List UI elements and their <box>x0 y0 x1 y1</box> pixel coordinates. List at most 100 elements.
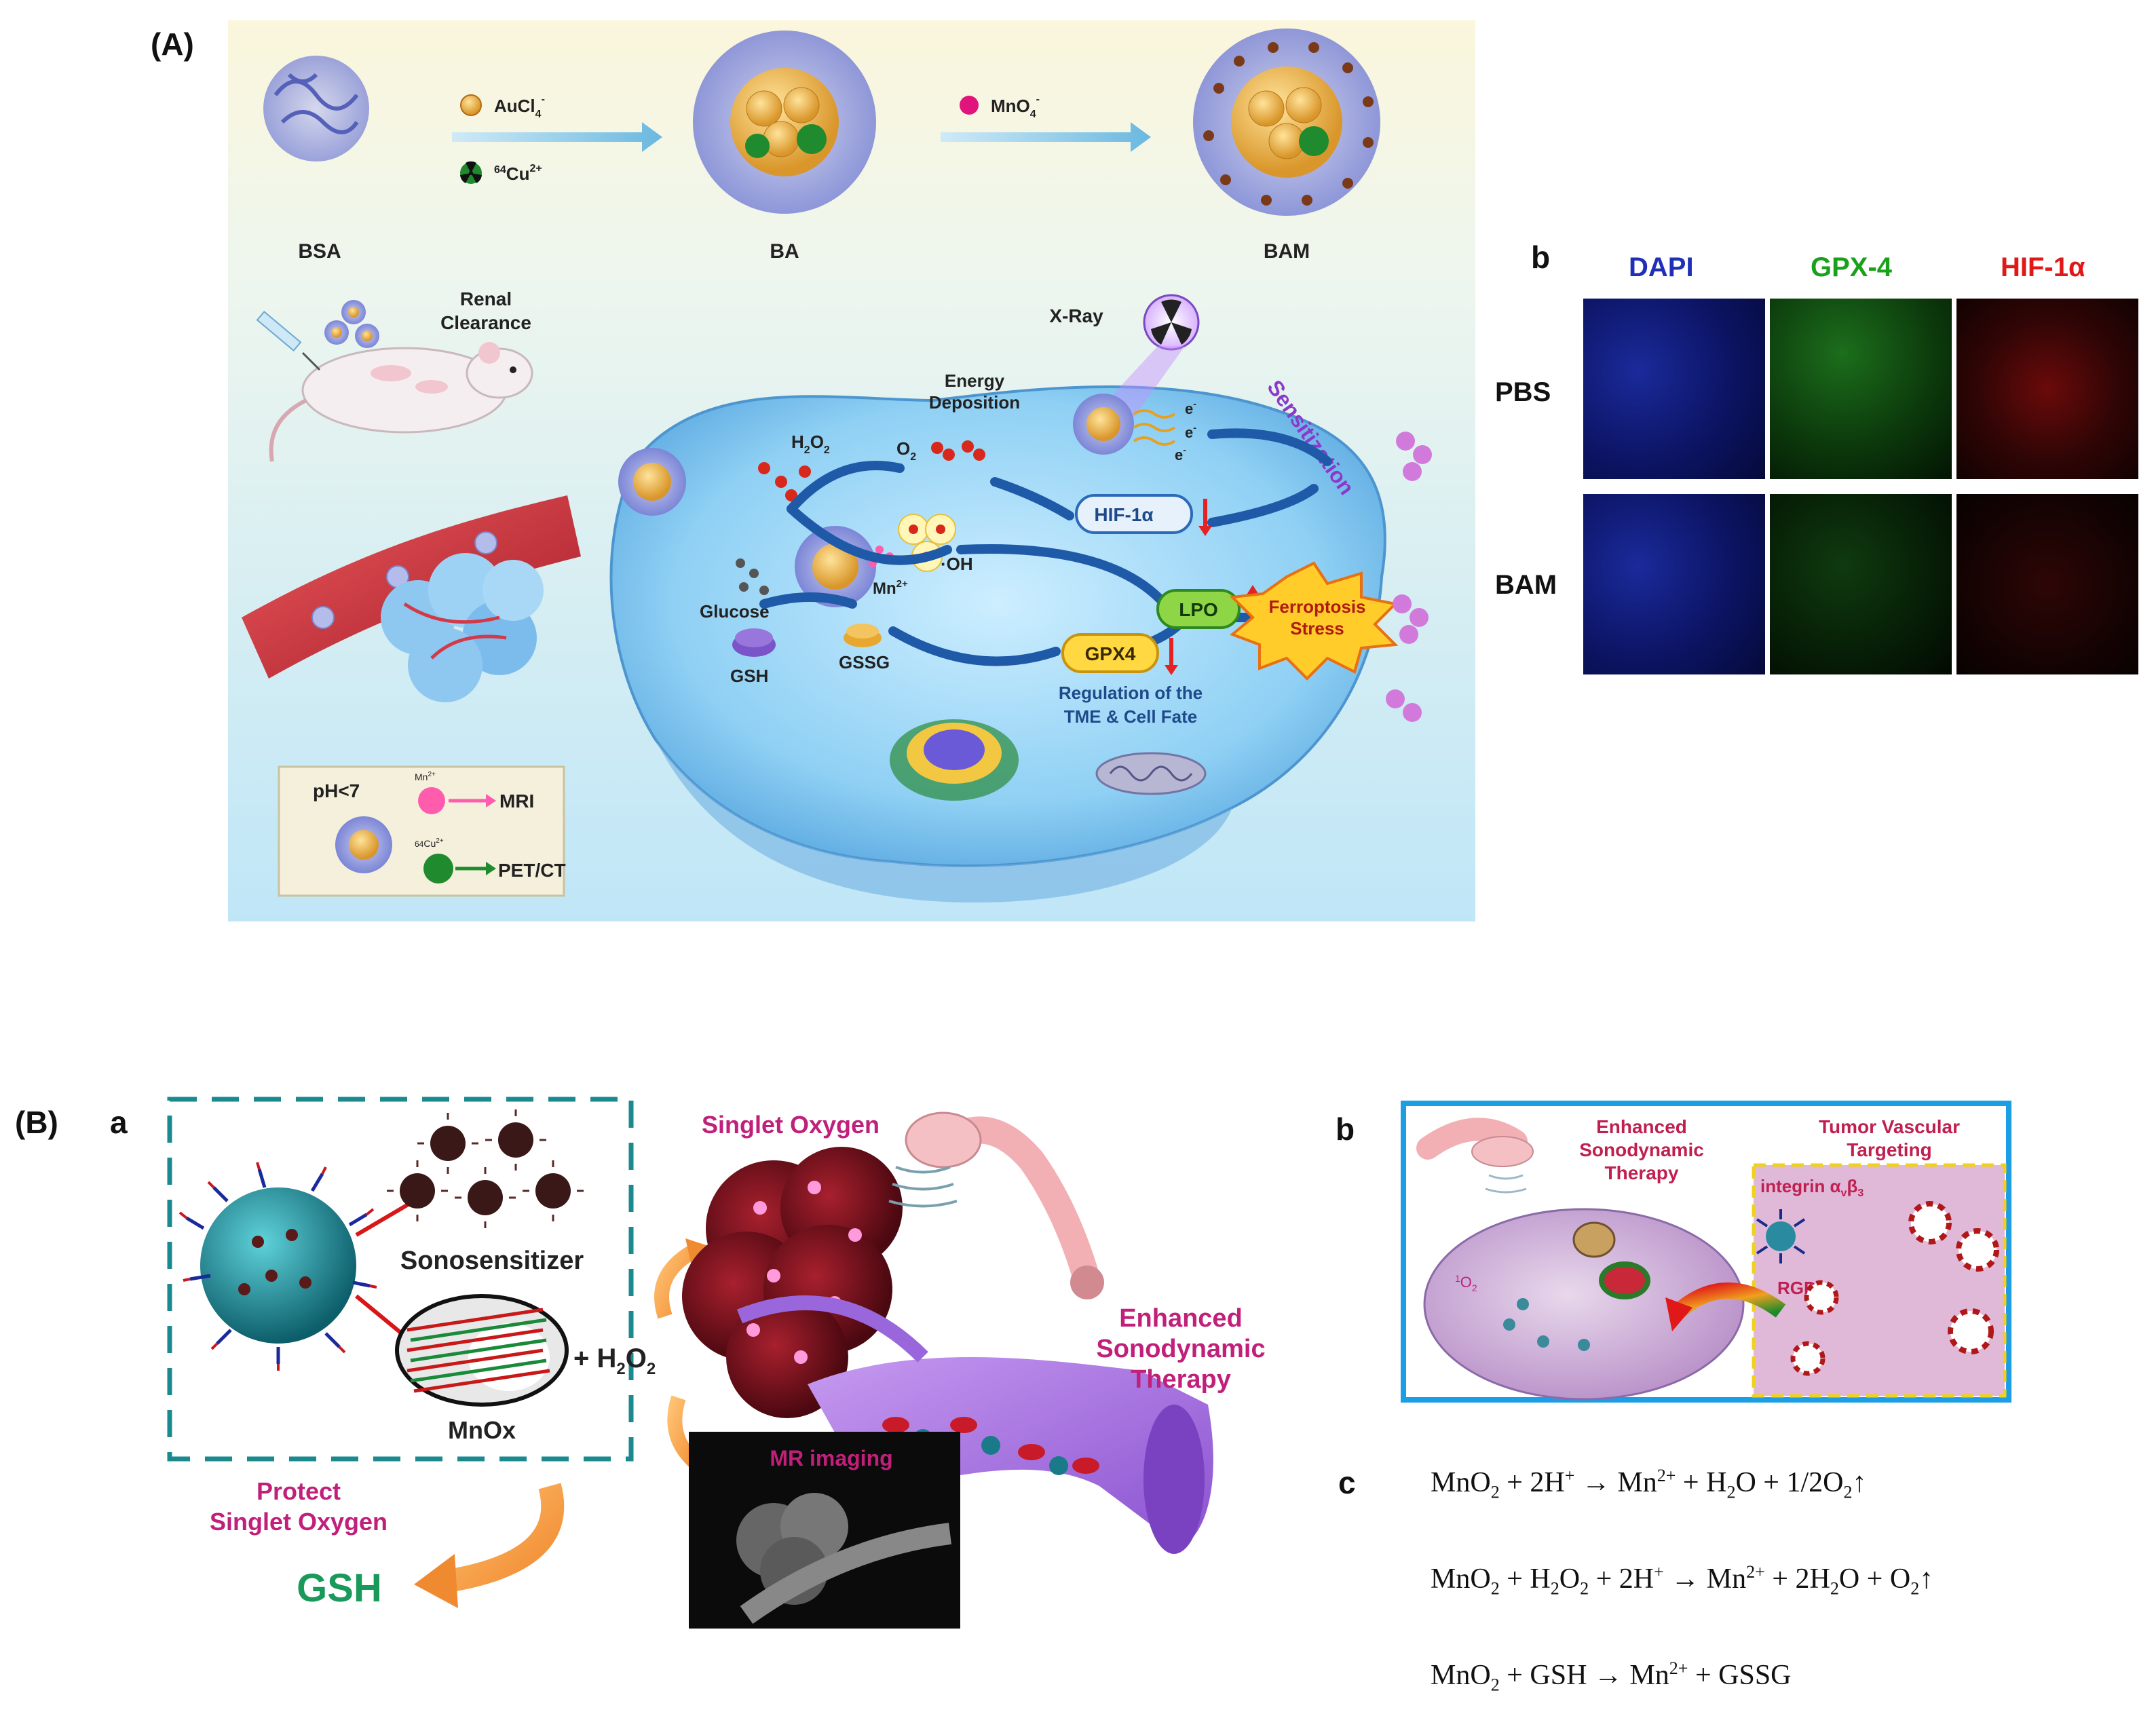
nanoparticle-cluster-icon <box>324 300 379 348</box>
mr-imaging-label: MR imaging <box>770 1446 892 1470</box>
panel-b-sub-b-label: b <box>1336 1111 1355 1147</box>
dashed-frame <box>167 1097 634 1462</box>
vessel-nanoparticles <box>311 531 497 629</box>
gssg-label: GSSG <box>839 652 890 672</box>
mouse-illustration <box>269 342 533 462</box>
lpo-label: LPO <box>1179 599 1218 620</box>
svg-text:e-: e- <box>1185 422 1196 441</box>
stage-ba-label: BA <box>770 240 799 263</box>
ph-label: pH<7 <box>313 780 360 801</box>
gpx4-pill <box>1061 633 1159 673</box>
clearance-label: Clearance <box>440 312 531 333</box>
integrin-label: integrin αvβ3 <box>1760 1176 1864 1199</box>
equation-3: MnO2 + GSH → Mn2+ + GSSG <box>1431 1658 1792 1695</box>
stage-bsa-label: BSA <box>298 240 341 263</box>
enhanced-b-line1: Enhanced <box>1596 1116 1687 1137</box>
enhanced-line1: Enhanced <box>1119 1304 1243 1333</box>
mitochondria-icon <box>1599 1261 1650 1299</box>
svg-text:64Cu2+: 64Cu2+ <box>415 837 444 849</box>
ba-nanoparticle-icon <box>693 31 876 214</box>
sonosensitizer-particles <box>400 1122 571 1215</box>
enhanced-b-line2: Sonodynamic <box>1579 1139 1704 1160</box>
enhanced-line3: Therapy <box>1131 1365 1231 1394</box>
mn-ion-icon <box>418 787 445 814</box>
gsh-molecule-icon <box>732 628 776 657</box>
panel-b-label: (B) <box>15 1105 58 1140</box>
petct-label: PET/CT <box>498 860 566 881</box>
pbs-row-label: PBS <box>1495 377 1551 407</box>
equation-1: MnO2 + 2H+ → Mn2+ + H2O + 1/2O2↑ <box>1431 1466 1867 1502</box>
glucose-label: Glucose <box>700 601 770 622</box>
ultrasound-transducer-icon <box>905 1111 1104 1299</box>
curved-arrow-o2 <box>654 1245 696 1319</box>
mnox-label: MnOx <box>448 1416 516 1444</box>
bam-nanoparticle-icon <box>1193 28 1380 216</box>
ultrasound-probe-icon <box>1416 1118 1534 1167</box>
mitochondria-illustration <box>1095 752 1207 795</box>
panel-b-sub-c-label: c <box>1338 1465 1356 1500</box>
bsa-protein-icon <box>263 56 369 161</box>
mnox-nanotube-icon <box>395 1294 569 1407</box>
o2-label: O2 <box>896 438 916 463</box>
micrograph-bam-hif <box>1956 494 2138 674</box>
glucose-molecule-icon <box>736 558 769 595</box>
svg-text:64Cu2+: 64Cu2+ <box>494 163 542 184</box>
deposition-label: Deposition <box>929 392 1020 413</box>
panel-a-schematic: BSA AuCl4- 64Cu2+ BA MnO4- <box>228 20 1475 921</box>
tumor-vascular-line2: Targeting <box>1847 1139 1931 1160</box>
red-blood-cells <box>882 1417 1099 1474</box>
membrane-receptors <box>1386 432 1432 722</box>
gssg-molecule-icon <box>844 624 882 647</box>
mri-label: MRI <box>499 791 534 812</box>
renal-label: Renal <box>460 288 512 309</box>
synthesis-arrow-2 <box>941 122 1151 152</box>
protect-line1: Protect <box>257 1477 341 1505</box>
striped-receptor-icons <box>1790 1201 1999 1376</box>
dapi-column-header: DAPI <box>1629 252 1694 282</box>
lpo-pill <box>1156 589 1241 629</box>
stress-label: Stress <box>1290 618 1344 639</box>
targeting-curved-arrow <box>1673 1282 1786 1318</box>
panel-b-b-schematic: 1O2 Enhanced Sonodynamic Therapy Tumor V… <box>1401 1101 2011 1403</box>
gpx4-label: GPX4 <box>1085 643 1136 664</box>
ferroptosis-burst <box>1229 561 1399 681</box>
equation-2: MnO2 + H2O2 + 2H+ → Mn2+ + 2H2O + O2↑ <box>1431 1562 1934 1599</box>
svg-text:e-: e- <box>1175 444 1186 463</box>
tumor-vascular-line1: Tumor Vascular <box>1819 1116 1960 1137</box>
central-nanoparticle-icon <box>795 526 876 607</box>
svg-text:AuCl4-: AuCl4- <box>494 94 545 120</box>
micrograph-pbs-gpx4 <box>1770 299 1952 479</box>
ultrasound-waves <box>888 1166 958 1208</box>
panel-a-sub-b-label: b <box>1531 240 1551 275</box>
syringe-icon <box>256 310 321 371</box>
regulation-line2: TME & Cell Fate <box>1064 706 1197 727</box>
bam-row-label: BAM <box>1495 570 1557 600</box>
svg-text:e-: e- <box>1185 398 1196 417</box>
stage-bam-label: BAM <box>1264 240 1310 263</box>
tumor-cluster-illustration <box>381 553 544 702</box>
cell-illustration <box>1423 1208 1745 1401</box>
gsh-label: GSH <box>297 1566 382 1610</box>
micrograph-bam-dapi <box>1583 494 1765 674</box>
mn-label: Mn2+ <box>873 578 908 598</box>
sonosensitizer-spikes <box>387 1109 584 1228</box>
copper-radioisotope-icon <box>423 854 453 883</box>
enhanced-b-line3: Therapy <box>1605 1162 1679 1183</box>
membrane-nanoparticle-icon <box>618 448 686 516</box>
permanganate-ion-icon <box>960 96 979 115</box>
gold-ion-icon <box>460 94 482 116</box>
gsh-return-arrow <box>446 1483 565 1593</box>
hydroxyl-label: ·OH <box>941 554 973 574</box>
singlet-oxygen-small: 1O2 <box>1455 1273 1477 1293</box>
synthesis-arrow-1 <box>452 122 662 152</box>
svg-text:MnO4-: MnO4- <box>991 94 1040 120</box>
imaging-inset-box <box>278 765 565 897</box>
h2o2-label: H2O2 <box>791 432 830 456</box>
blood-vessel-tube <box>808 1357 1213 1547</box>
xray-label: X-Ray <box>1049 305 1103 326</box>
tumor-mass-illustration <box>682 1147 903 1418</box>
h2o2-plus-label: + H2O2 <box>573 1344 656 1378</box>
hif-pill <box>1075 494 1193 534</box>
hif-column-header: HIF-1α <box>2001 252 2085 282</box>
nucleus-illustration <box>890 719 1019 801</box>
